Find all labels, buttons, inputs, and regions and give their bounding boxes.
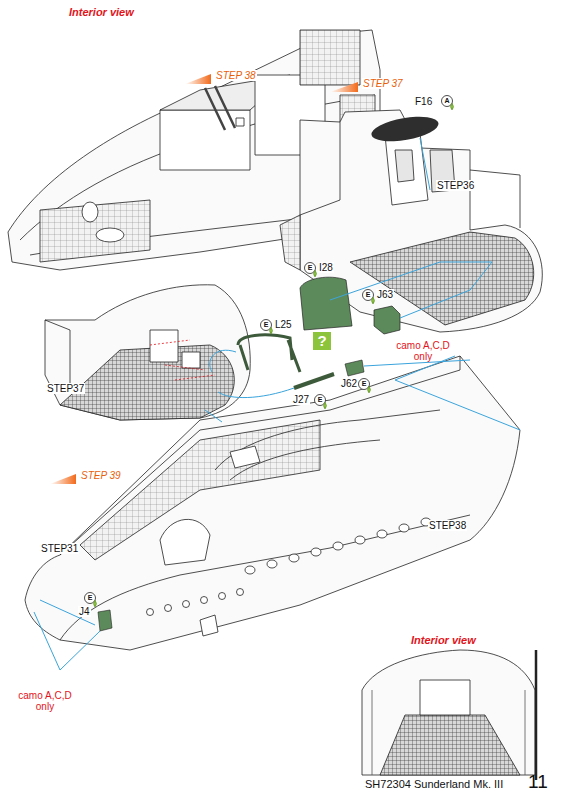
part-number: I28 [318, 262, 334, 273]
step-reference: STEP36 [436, 180, 475, 191]
paint-drop [94, 600, 97, 607]
porthole [267, 560, 277, 568]
porthole [237, 589, 244, 596]
porthole [147, 609, 154, 616]
part-number: F16 [414, 96, 433, 107]
porthole [355, 536, 365, 544]
part-number: J27 [292, 394, 310, 405]
part-number: J63 [376, 289, 394, 300]
sprue-letter: E [85, 592, 95, 604]
optional-part-mark: ? [313, 332, 331, 350]
sprue-letter: A [442, 95, 452, 107]
step-reference: STEP38 [428, 520, 467, 531]
view-heading: Interior view [410, 634, 477, 646]
porthole [201, 597, 208, 604]
step-flag: STEP 39 [80, 470, 122, 481]
porthole [165, 605, 172, 612]
step-flag: STEP 38 [215, 70, 257, 81]
porthole [219, 593, 226, 600]
part-number: L25 [274, 319, 293, 330]
paint-drop [314, 270, 317, 277]
kit-title: SH72304 Sunderland Mk. III [365, 778, 503, 790]
sprue-letter: E [363, 289, 373, 301]
porthole [289, 554, 299, 562]
porthole [399, 524, 409, 532]
page-number: 11 [528, 772, 548, 793]
paint-drop [451, 103, 454, 110]
step-flag: STEP 37 [362, 78, 404, 89]
part-number: J62 [340, 378, 358, 389]
paint-drop [324, 402, 327, 409]
porthole [333, 542, 343, 550]
view-heading: Interior view [68, 6, 135, 18]
porthole [245, 566, 255, 574]
porthole [377, 530, 387, 538]
paint-drop [368, 386, 371, 393]
sprue-letter: E [359, 378, 369, 390]
sprue-letter: E [315, 394, 325, 406]
step-reference: STEP37 [46, 383, 85, 394]
camouflage-note: camo A,C,D only [14, 690, 76, 712]
camouflage-note: camo A,C,D only [392, 340, 454, 362]
part-number: J4 [78, 606, 91, 617]
step-reference: STEP31 [40, 543, 79, 554]
paint-drop [372, 297, 375, 304]
porthole [311, 548, 321, 556]
paint-drop [270, 327, 273, 334]
porthole [183, 601, 190, 608]
sprue-letter: E [261, 319, 271, 331]
sprue-letter: E [305, 262, 315, 274]
